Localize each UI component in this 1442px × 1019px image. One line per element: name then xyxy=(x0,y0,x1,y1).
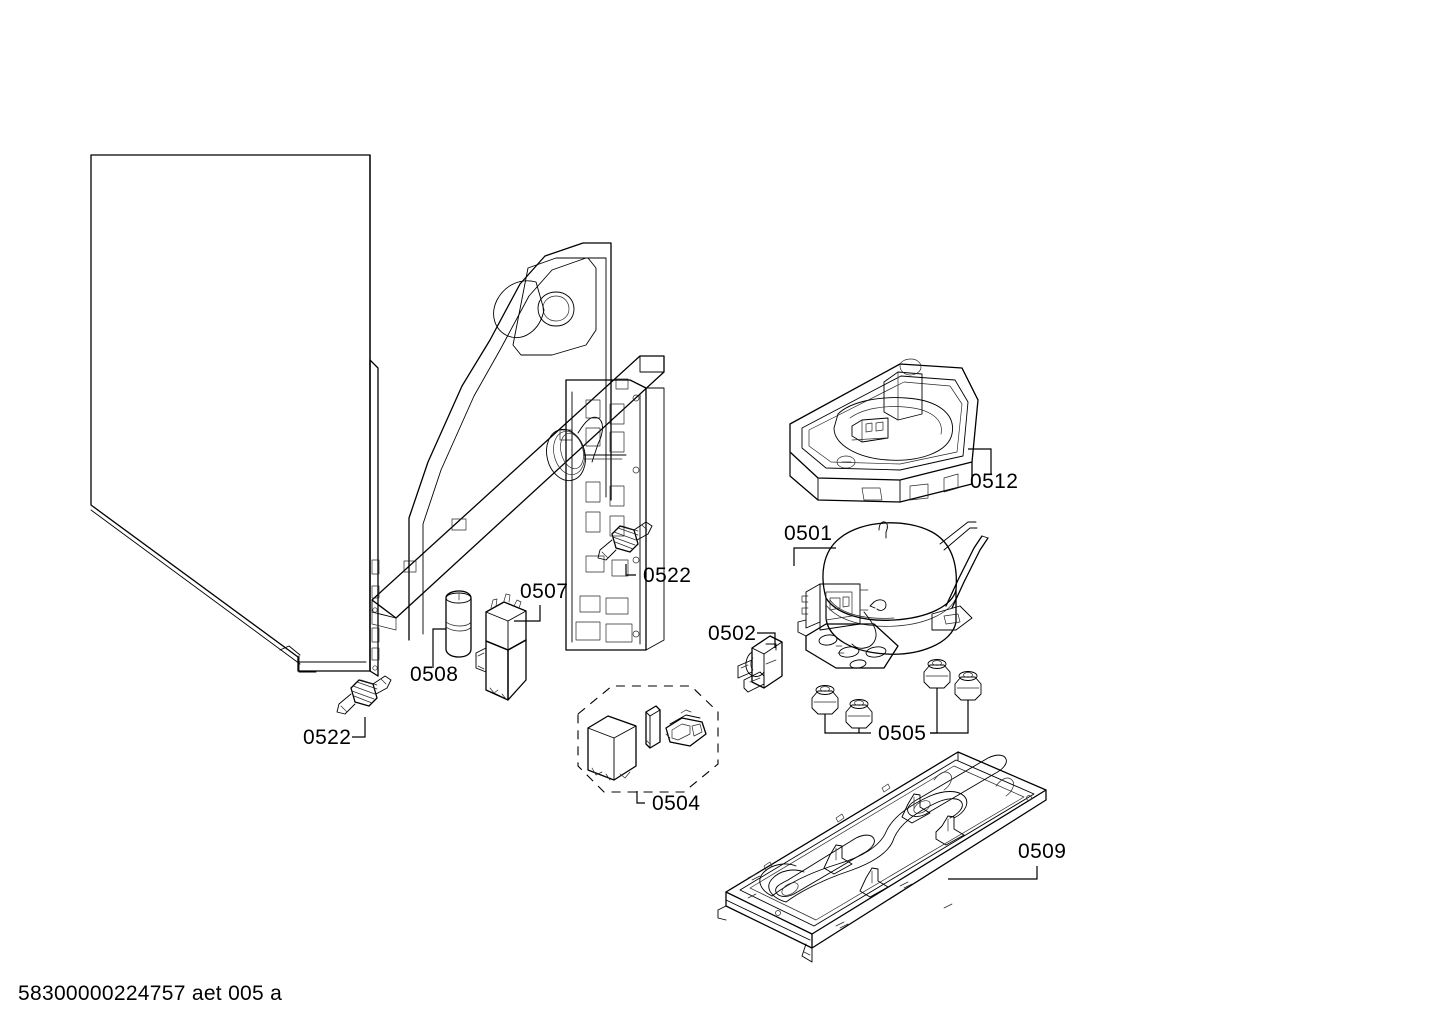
part-label-0509: 0509 xyxy=(1018,840,1066,863)
part-0508-filter-drier: 0508 xyxy=(410,590,472,686)
base-plate-clip xyxy=(935,815,965,846)
footer-document-code: 58300000224757 aet 005 a xyxy=(18,982,282,1005)
part-0504-terminal-cover-kit: 0504 xyxy=(577,685,719,815)
molded-back-panel xyxy=(546,379,665,651)
part-label-0522-lower: 0522 xyxy=(303,726,351,749)
part-label-0501: 0501 xyxy=(784,522,832,545)
coiled-capillary-tube xyxy=(546,416,627,482)
part-0509-base-plate: 0509 xyxy=(717,751,1066,963)
part-label-0512: 0512 xyxy=(970,470,1018,493)
part-label-0505: 0505 xyxy=(878,722,926,745)
part-0501-compressor: 0501 xyxy=(784,521,989,669)
refrigerator-cabinet-body xyxy=(90,154,665,677)
part-label-0502: 0502 xyxy=(708,622,756,645)
part-label-0508: 0508 xyxy=(410,663,458,686)
grommet xyxy=(923,659,951,689)
cabinet-cross-rail xyxy=(371,355,665,631)
part-0505-mounting-grommets: 0505 xyxy=(811,659,982,745)
part-0522-valve-lower: 0522 xyxy=(303,675,392,749)
part-0507-electrical-box: 0507 xyxy=(475,580,568,701)
base-plate-clip xyxy=(859,867,889,898)
base-plate-clip xyxy=(823,844,853,875)
part-label-0507: 0507 xyxy=(520,580,568,603)
cabinet-left-bracket xyxy=(369,559,380,671)
part-0502-start-relay: 0502 xyxy=(708,622,783,693)
part-label-0504: 0504 xyxy=(652,792,700,815)
base-plate-clip xyxy=(901,793,931,824)
part-0522-valve-upper: 0522 xyxy=(597,521,691,587)
grommet xyxy=(954,671,982,701)
grommet xyxy=(811,685,839,715)
grommet xyxy=(845,699,873,729)
part-label-0522-upper: 0522 xyxy=(643,564,691,587)
part-0512-evaporation-tray: 0512 xyxy=(789,358,1018,503)
machine-compartment-recess xyxy=(408,242,612,641)
